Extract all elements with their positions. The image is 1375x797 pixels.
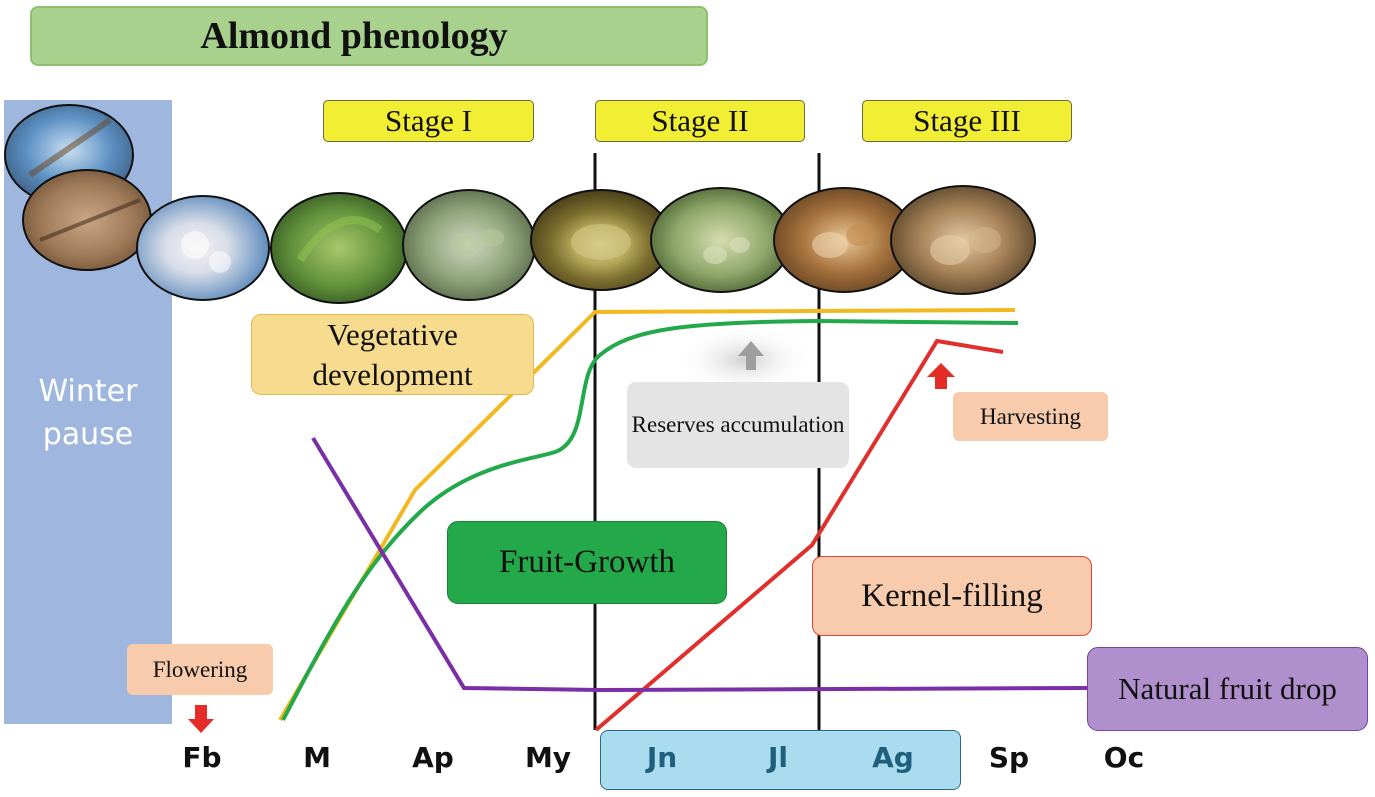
photo-strip (4, 104, 1036, 304)
winter-pause-label: Winter pause (38, 374, 138, 452)
month-label: Ag (872, 741, 914, 774)
leaf-growth-photo (270, 192, 408, 304)
stage-3-label: Stage III (862, 100, 1072, 142)
flowering-arrow-icon (188, 705, 214, 733)
page-title: Almond phenology (200, 15, 508, 57)
reserves-accumulation-label: Reserves accumulation (627, 382, 849, 468)
month-label: Oc (1103, 741, 1145, 774)
stage-2-label: Stage II (595, 100, 805, 142)
vegetative-development-label: Vegetative development (251, 314, 534, 395)
month-label: Jn (646, 741, 678, 774)
flowering-label: Flowering (127, 644, 273, 695)
stage-two-months-highlight (600, 730, 961, 790)
kernel-filling-curve (594, 338, 1004, 732)
fruit-growth-curve (281, 318, 1019, 721)
natural-fruit-drop-label: Natural fruit drop (1087, 647, 1368, 731)
month-label: Ap (412, 741, 454, 774)
month-label: My (524, 741, 572, 774)
month-label: Fb (182, 741, 222, 774)
reserves-arrow-icon (738, 341, 764, 370)
harvesting-label: Harvesting (953, 392, 1108, 441)
month-label: M (303, 741, 331, 774)
fruit-growth-label: Fruit-Growth (447, 521, 727, 604)
green-almonds-photo (650, 187, 792, 293)
kernel-filling-label: Kernel-filling (812, 556, 1092, 636)
natural-fruit-drop-curve (311, 436, 1089, 693)
month-label: Jl (767, 741, 788, 774)
month-label: Sp (988, 741, 1030, 774)
title-banner: Almond phenology (30, 6, 708, 66)
harvesting-arrow-icon (927, 363, 955, 389)
photo-details (28, 117, 1001, 273)
stage-1-label: Stage I (323, 100, 534, 142)
